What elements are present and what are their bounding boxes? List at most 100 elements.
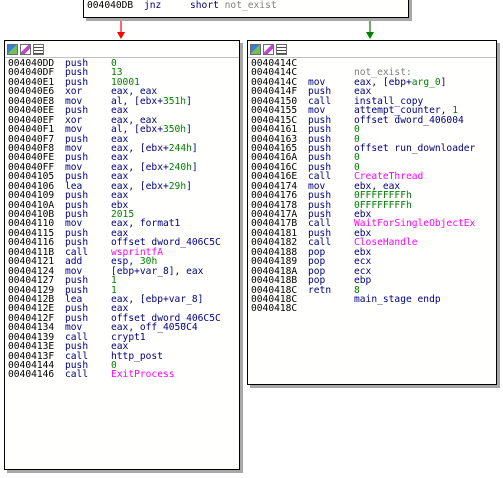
line-address: 0040410A: [8, 199, 55, 211]
edit-color-icon[interactable]: [263, 43, 274, 55]
line-operand[interactable]: not_exist:: [354, 67, 412, 79]
code-line[interactable]: 0040414C: [251, 58, 493, 68]
line-address: 0040417B: [251, 218, 298, 230]
block-toolbar: [5, 41, 239, 58]
line-operand[interactable]: CloseHandle: [354, 237, 418, 249]
line-operand[interactable]: WaitForSingleObjectEx: [354, 218, 476, 230]
line-mnemonic: push: [65, 190, 89, 202]
true-branch-arrowhead: [366, 32, 374, 39]
line-operand[interactable]: CreateThread: [354, 171, 424, 183]
line-operand[interactable]: ExitProcess: [111, 369, 175, 381]
line-operand[interactable]: var_8: [139, 265, 169, 277]
graph-view-icon[interactable]: [250, 43, 261, 55]
line-operand[interactable]: wsprintfA: [111, 246, 163, 258]
line-operand[interactable]: not_exist: [224, 0, 277, 11]
edit-color-icon[interactable]: [20, 43, 31, 55]
text-view-icon[interactable]: [276, 43, 287, 55]
line-address: 0040418A: [251, 265, 298, 277]
line-mnemonic: push: [308, 152, 332, 164]
line-operand: 240h: [168, 161, 192, 173]
line-operand: ]: [186, 95, 192, 107]
line-mnemonic: retn: [308, 284, 332, 296]
line-address: 004040F1: [8, 124, 55, 136]
line-address: 00404105: [8, 171, 55, 183]
line-operand: 1: [452, 105, 458, 117]
line-operand: 0: [354, 133, 360, 145]
line-mnemonic: jnz: [144, 0, 162, 11]
line-mnemonic: push: [65, 105, 89, 117]
line-operand: ]: [440, 76, 447, 88]
text-view-icon[interactable]: [33, 43, 44, 55]
code-line[interactable]: 0040418C: [251, 304, 493, 314]
line-operand: attempt_counter,: [354, 105, 453, 117]
graph-view-icon[interactable]: [7, 43, 18, 55]
line-operand: 351h: [162, 95, 187, 107]
line-address: 0040410B: [8, 209, 55, 220]
line-operand[interactable]: var_8: [168, 293, 198, 305]
